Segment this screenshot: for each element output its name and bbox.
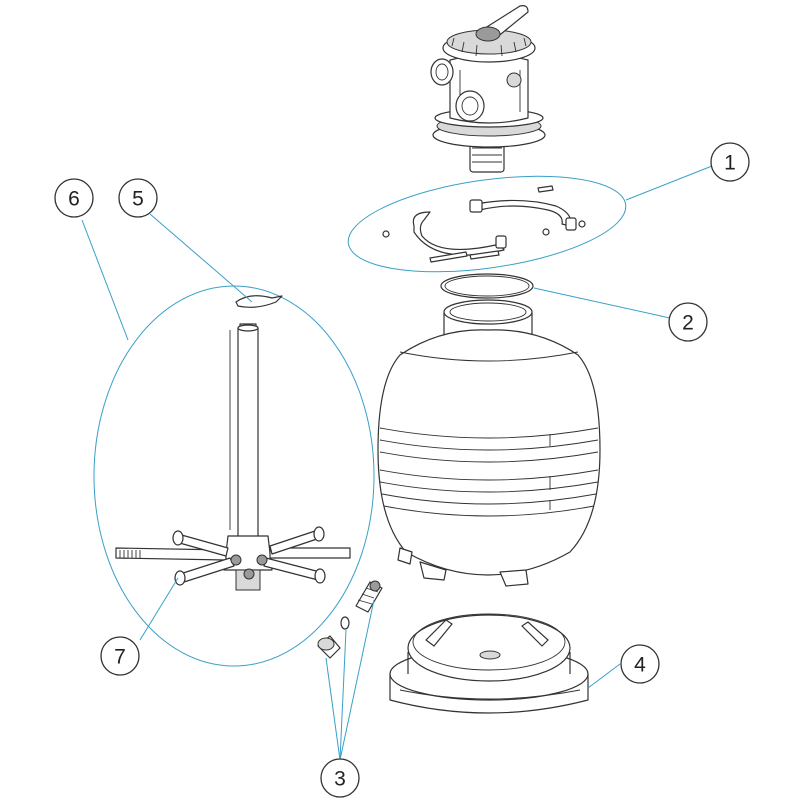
callout-5-label: 5	[132, 188, 144, 211]
callout-7-label: 7	[114, 646, 126, 669]
clamp-assembly	[382, 185, 586, 263]
filter-tank	[377, 299, 601, 587]
callout-2: 2	[668, 302, 708, 342]
o-ring	[440, 273, 534, 299]
callout-1-label: 1	[724, 152, 736, 175]
callout-3-label: 3	[334, 768, 346, 791]
callout-7: 7	[100, 636, 140, 676]
drain-parts	[317, 580, 383, 659]
callout-3: 3	[320, 758, 360, 798]
collector-assembly	[115, 323, 351, 591]
clip	[235, 295, 283, 308]
callout-5: 5	[118, 178, 158, 218]
tank-base	[389, 613, 589, 714]
callout-6: 6	[54, 178, 94, 218]
callout-6-label: 6	[68, 188, 80, 211]
callout-4: 4	[620, 644, 660, 684]
callout-4-label: 4	[634, 654, 646, 677]
group-ellipse-1	[347, 175, 627, 273]
leader-lines	[81, 165, 713, 761]
callout-1: 1	[710, 142, 750, 182]
multiport-valve	[430, 5, 546, 173]
callout-2-label: 2	[682, 312, 694, 335]
group-ellipse-6	[93, 285, 375, 667]
